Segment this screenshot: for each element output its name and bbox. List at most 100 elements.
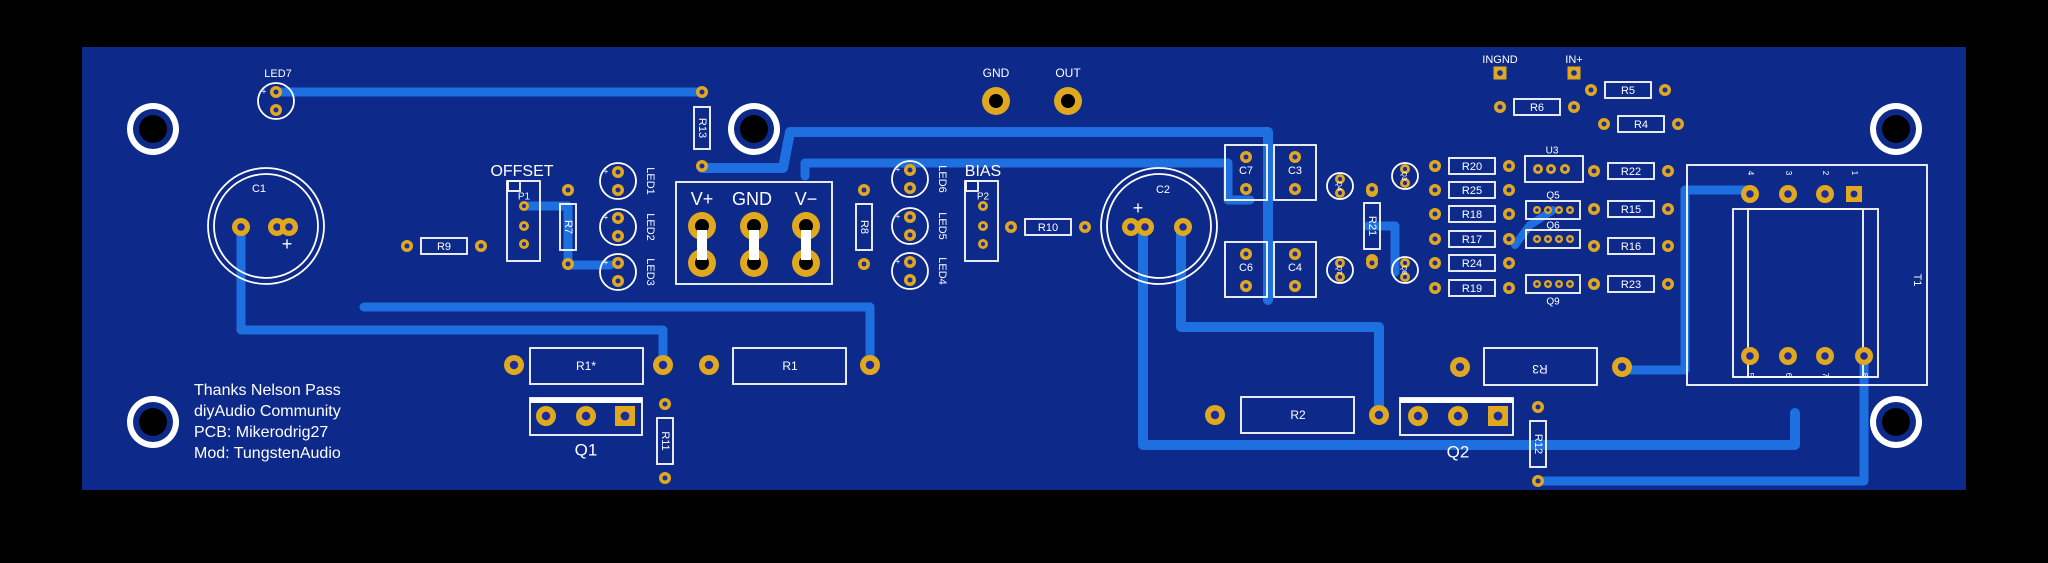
q3-label: Q3 bbox=[1400, 171, 1407, 180]
pad-hole bbox=[521, 241, 527, 247]
pad-hole bbox=[980, 241, 986, 247]
pad-hole bbox=[1179, 223, 1187, 231]
pad-hole bbox=[1337, 176, 1343, 182]
pad-hole bbox=[404, 243, 410, 249]
pad-hole bbox=[861, 187, 867, 193]
r5-label: R5 bbox=[1621, 85, 1635, 97]
pad-hole bbox=[565, 261, 571, 267]
r17-label: R17 bbox=[1462, 234, 1482, 246]
t1-pin-top-label-2: 2 bbox=[1821, 171, 1830, 176]
r13-label: R13 bbox=[696, 118, 708, 138]
c1-outline bbox=[207, 167, 325, 285]
r4-label: R4 bbox=[1634, 119, 1648, 131]
c4-label: C4 bbox=[1288, 262, 1302, 274]
pad-hole bbox=[1821, 352, 1829, 360]
trace-r1-bus bbox=[359, 302, 875, 370]
pad-hole bbox=[1455, 362, 1465, 372]
pad-hole bbox=[861, 261, 867, 267]
pad-hole bbox=[1402, 166, 1408, 172]
pad-hole bbox=[1546, 282, 1550, 286]
r1-label: R1 bbox=[782, 359, 798, 373]
r25-label: R25 bbox=[1462, 185, 1482, 197]
silkscreen-labels: +LED7C1+R9OFFSETP1R7+LED1+LED2+LED3R13V+… bbox=[194, 54, 1923, 462]
r24-label: R24 bbox=[1462, 258, 1482, 270]
led3-outline bbox=[599, 253, 637, 291]
pad-hole bbox=[1591, 168, 1597, 174]
pad-hole bbox=[1535, 404, 1541, 410]
pad-hole bbox=[1292, 154, 1298, 160]
t1-pin-top-label-1: 3 bbox=[1784, 171, 1793, 176]
r4-body bbox=[1617, 115, 1665, 133]
led2-outline bbox=[599, 208, 637, 246]
credit-line-1: Thanks Nelson Pass bbox=[194, 382, 341, 399]
r2-body bbox=[1240, 396, 1355, 434]
power-link-0 bbox=[697, 230, 707, 260]
pad-hole bbox=[273, 223, 281, 231]
trace-c2-r2 bbox=[1176, 225, 1384, 419]
credit-line-2: diyAudio Community bbox=[194, 403, 341, 420]
bias-label: BIAS bbox=[965, 163, 1001, 180]
r15-label: R15 bbox=[1621, 204, 1641, 216]
pad-hole bbox=[615, 187, 621, 193]
r25-body bbox=[1448, 181, 1496, 199]
pad-hole bbox=[1374, 410, 1384, 420]
p1-label: P1 bbox=[518, 192, 531, 203]
pad-hole bbox=[1432, 211, 1438, 217]
pad-hole bbox=[1568, 208, 1572, 212]
pad-hole bbox=[1337, 260, 1343, 266]
r1-body bbox=[732, 347, 847, 385]
r24-body bbox=[1448, 254, 1496, 272]
terminal-vplus-label: V+ bbox=[691, 189, 714, 209]
pad-hole bbox=[980, 203, 986, 209]
pad-hole bbox=[615, 278, 621, 284]
led1-label: LED1 bbox=[644, 167, 656, 195]
led6-polarity: + bbox=[896, 165, 901, 174]
pad-hole bbox=[699, 89, 705, 95]
top-out-pad-drill bbox=[1061, 94, 1075, 108]
r7-label: R7 bbox=[562, 220, 574, 234]
r9-body bbox=[420, 237, 468, 255]
pad-hole bbox=[1432, 236, 1438, 242]
pad-hole bbox=[1617, 362, 1627, 372]
r19-label: R19 bbox=[1462, 283, 1482, 295]
pad-hole bbox=[1665, 281, 1671, 287]
trace-top-bus bbox=[697, 127, 1273, 305]
led7-polarity: + bbox=[262, 87, 267, 96]
t1-pin-top-label-3: 1 bbox=[1850, 171, 1859, 176]
credit-line-3: PCB: Mikerodrig27 bbox=[194, 424, 328, 441]
c1-polarity: + bbox=[282, 234, 293, 254]
p2-label: P2 bbox=[977, 192, 990, 203]
c2-outline bbox=[1100, 167, 1218, 285]
led5-outline bbox=[891, 207, 929, 245]
copper-traces bbox=[236, 87, 1869, 486]
pad-hole bbox=[1662, 87, 1668, 93]
r23-label: R23 bbox=[1621, 279, 1641, 291]
c3-label: C3 bbox=[1288, 165, 1302, 177]
trace-c2-q2 bbox=[1138, 225, 1800, 450]
pad-hole bbox=[273, 89, 279, 95]
r5-body bbox=[1604, 81, 1652, 99]
credit-line-4: Mod: TungstenAudio bbox=[194, 445, 341, 462]
pad-hole bbox=[1243, 186, 1249, 192]
r10-label: R10 bbox=[1038, 222, 1058, 234]
mounting-hole-top-left-hole bbox=[139, 115, 167, 143]
terminal-vminus-label: V− bbox=[795, 189, 818, 209]
r18-label: R18 bbox=[1462, 209, 1482, 221]
r3-body bbox=[1483, 347, 1598, 386]
q2-label: Q2 bbox=[1447, 442, 1470, 461]
pad-hole bbox=[865, 360, 875, 370]
pad-hole bbox=[1506, 163, 1512, 169]
c7-body bbox=[1224, 144, 1268, 201]
led6-outline bbox=[891, 160, 929, 198]
mounting-hole-bottom-right-hole bbox=[1882, 408, 1910, 436]
q6-body bbox=[1525, 229, 1581, 249]
r12-label: R12 bbox=[1532, 434, 1544, 454]
pad-hole bbox=[1557, 237, 1561, 241]
led4-label: LED4 bbox=[936, 257, 948, 285]
mounting-hole-top-mid-hole bbox=[740, 115, 768, 143]
pad-hole bbox=[1506, 211, 1512, 217]
r11-label: R11 bbox=[659, 431, 671, 450]
q5-label: Q5 bbox=[1546, 191, 1560, 202]
mounting-hole-bottom-left-hole bbox=[139, 408, 167, 436]
pad-hole bbox=[907, 232, 913, 238]
